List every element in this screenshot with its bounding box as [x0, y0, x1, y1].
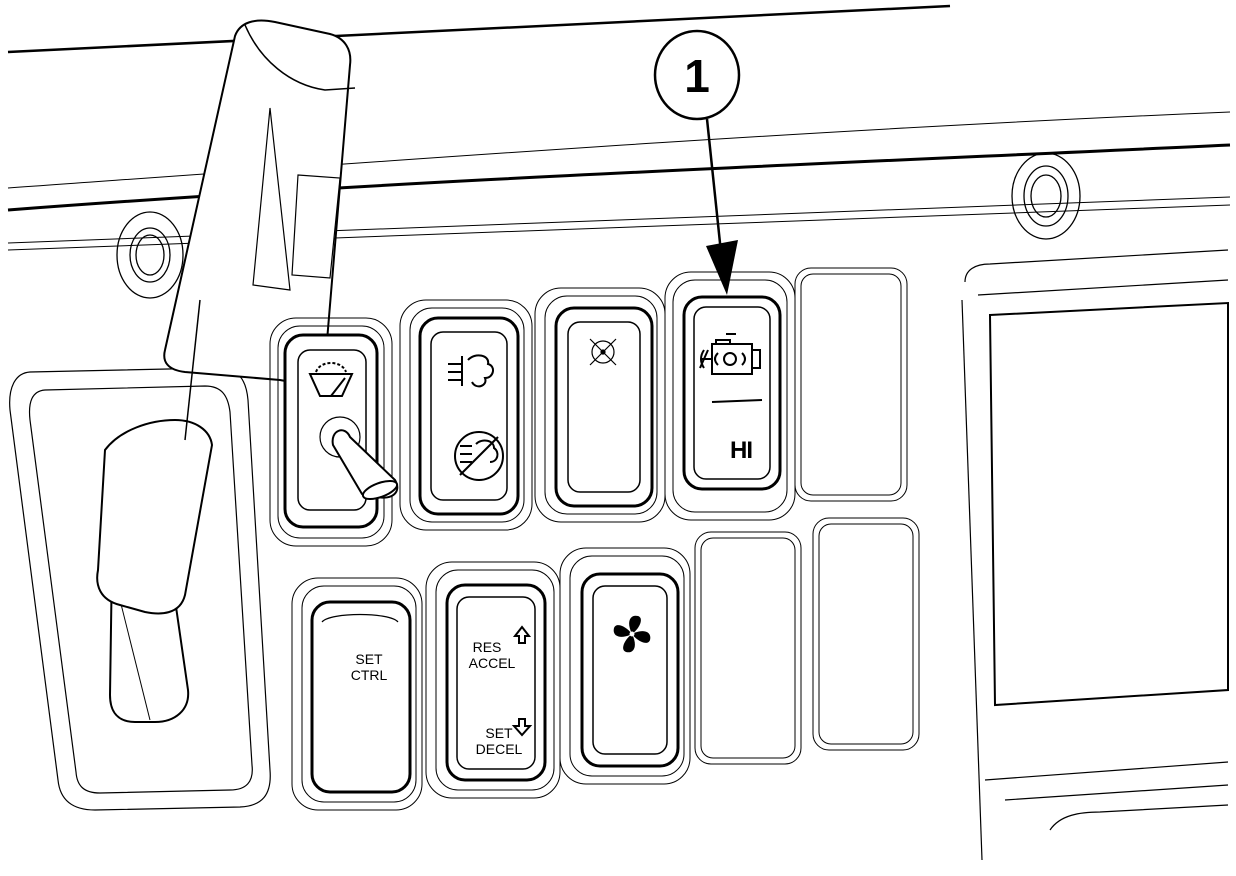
- blank-plug-bottom-mid: [694, 531, 802, 765]
- display-panel: [961, 249, 1229, 861]
- engine-icon: [699, 333, 761, 375]
- res-label: RES: [473, 639, 502, 655]
- res-set-switch[interactable]: RES ACCEL SET DECEL: [425, 561, 561, 799]
- left-bolt: [116, 211, 184, 299]
- set-ctrl-line1: SET: [355, 651, 383, 667]
- blank-center-switch[interactable]: [534, 287, 666, 523]
- callout-1: 1: [653, 29, 741, 295]
- fan-icon: [613, 615, 651, 653]
- exhaust-off-icon: [454, 431, 504, 481]
- exhaust-icon: [448, 354, 494, 388]
- target-icon: [589, 338, 617, 366]
- engine-fan-hi-label: HI: [730, 437, 752, 464]
- callout-leader-line: [705, 118, 724, 263]
- up-arrow-icon: [512, 625, 532, 644]
- switch-divider: [711, 399, 763, 403]
- right-bolt: [1011, 152, 1081, 240]
- engine-fan-hi-switch[interactable]: HI: [664, 271, 796, 521]
- blank-plug-top-right: [794, 267, 908, 502]
- fan-switch[interactable]: [559, 547, 691, 785]
- wiper-switch[interactable]: [269, 317, 400, 547]
- set-label: SET: [485, 725, 513, 741]
- set-ctrl-line2: CTRL: [351, 667, 388, 683]
- callout-number: 1: [684, 50, 710, 102]
- dash-trim-lines: [7, 4, 1231, 251]
- callout-arrowhead: [706, 240, 738, 295]
- blank-plug-bottom-right: [812, 517, 920, 751]
- windshield-wiper-icon: [308, 362, 354, 397]
- lever-stalk: [96, 19, 356, 615]
- set-ctrl-switch[interactable]: SET CTRL: [291, 577, 423, 811]
- wiper-toggle-lever[interactable]: [331, 429, 400, 502]
- down-arrow-icon: [511, 718, 533, 737]
- decel-label: DECEL: [476, 741, 523, 757]
- accel-label: ACCEL: [469, 655, 516, 671]
- exhaust-brake-switch[interactable]: [399, 299, 533, 531]
